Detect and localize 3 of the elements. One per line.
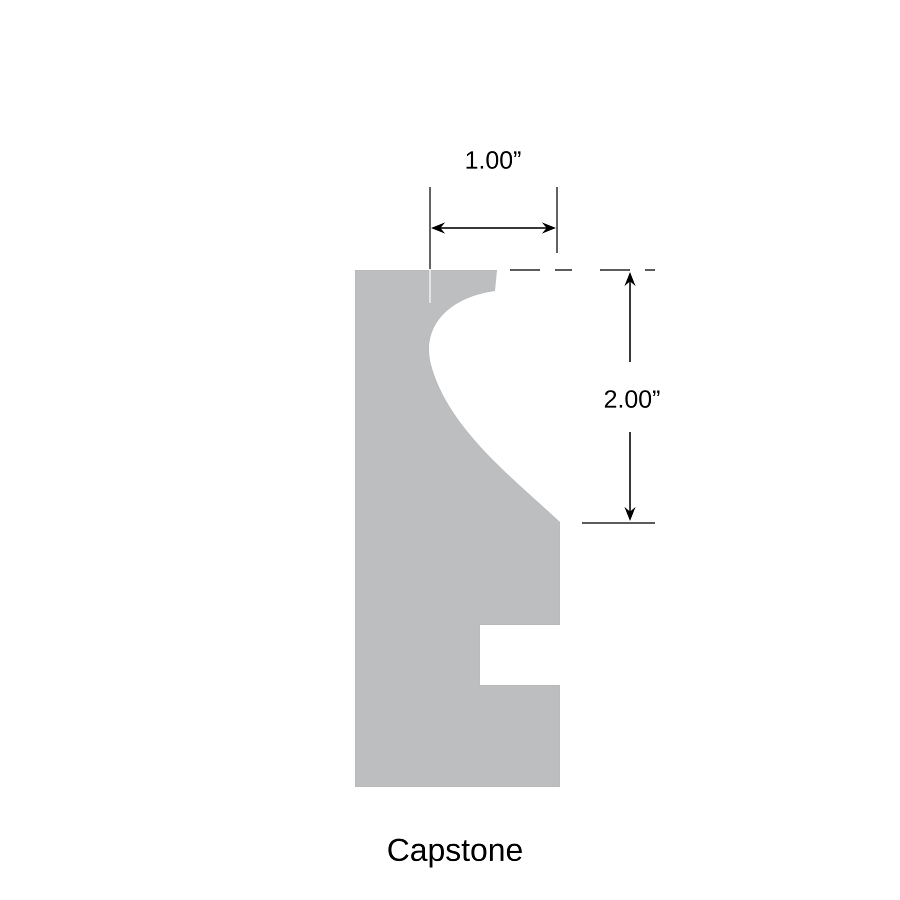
dimension-label: 1.00” <box>466 151 520 169</box>
caption: Capstone <box>388 838 522 868</box>
dimension-label: 2.00” <box>604 390 660 408</box>
